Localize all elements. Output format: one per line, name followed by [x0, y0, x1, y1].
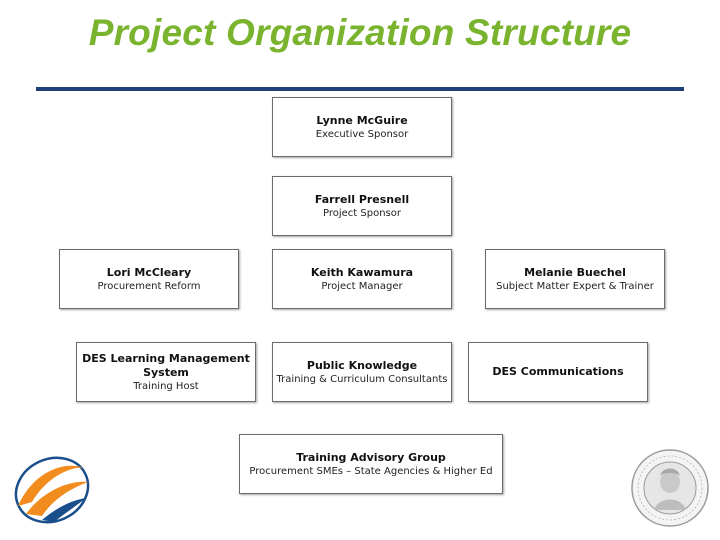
advisory-group-role: Procurement SMEs – State Agencies & High… [249, 465, 493, 477]
project-sponsor-role: Project Sponsor [323, 207, 401, 219]
swoosh-logo-icon [14, 456, 90, 524]
state-seal-icon [631, 449, 709, 527]
project-manager-name: Keith Kawamura [310, 265, 414, 279]
des-communications-box: DES Communications [468, 342, 648, 402]
public-knowledge-box: Public Knowledge Training & Curriculum C… [272, 342, 452, 402]
sme-trainer-name: Melanie Buechel [524, 265, 626, 279]
project-manager-box: Keith Kawamura Project Manager [272, 249, 452, 309]
procurement-reform-role: Procurement Reform [97, 280, 201, 292]
page-title: Project Organization Structure [88, 12, 632, 53]
procurement-reform-name: Lori McCleary [106, 265, 192, 279]
project-manager-role: Project Manager [321, 280, 403, 292]
project-sponsor-box: Farrell Presnell Project Sponsor [272, 176, 452, 236]
lms-name-line2: System [143, 365, 189, 379]
advisory-group-name: Training Advisory Group [296, 450, 446, 464]
procurement-reform-box: Lori McCleary Procurement Reform [59, 249, 239, 309]
project-sponsor-name: Farrell Presnell [314, 192, 410, 206]
lms-role: Training Host [133, 380, 199, 392]
executive-sponsor-name: Lynne McGuire [316, 113, 408, 127]
title-divider [36, 87, 684, 91]
executive-sponsor-role: Executive Sponsor [315, 128, 409, 140]
sme-trainer-box: Melanie Buechel Subject Matter Expert & … [485, 249, 665, 309]
sme-trainer-role: Subject Matter Expert & Trainer [496, 280, 654, 292]
public-knowledge-name: Public Knowledge [306, 358, 418, 372]
executive-sponsor-box: Lynne McGuire Executive Sponsor [272, 97, 452, 157]
des-communications-name: DES Communications [492, 365, 624, 378]
advisory-group-box: Training Advisory Group Procurement SMEs… [239, 434, 503, 494]
public-knowledge-role: Training & Curriculum Consultants [276, 373, 448, 385]
lms-name-line1: DES Learning Management [82, 351, 250, 365]
lms-box: DES Learning Management System Training … [76, 342, 256, 402]
